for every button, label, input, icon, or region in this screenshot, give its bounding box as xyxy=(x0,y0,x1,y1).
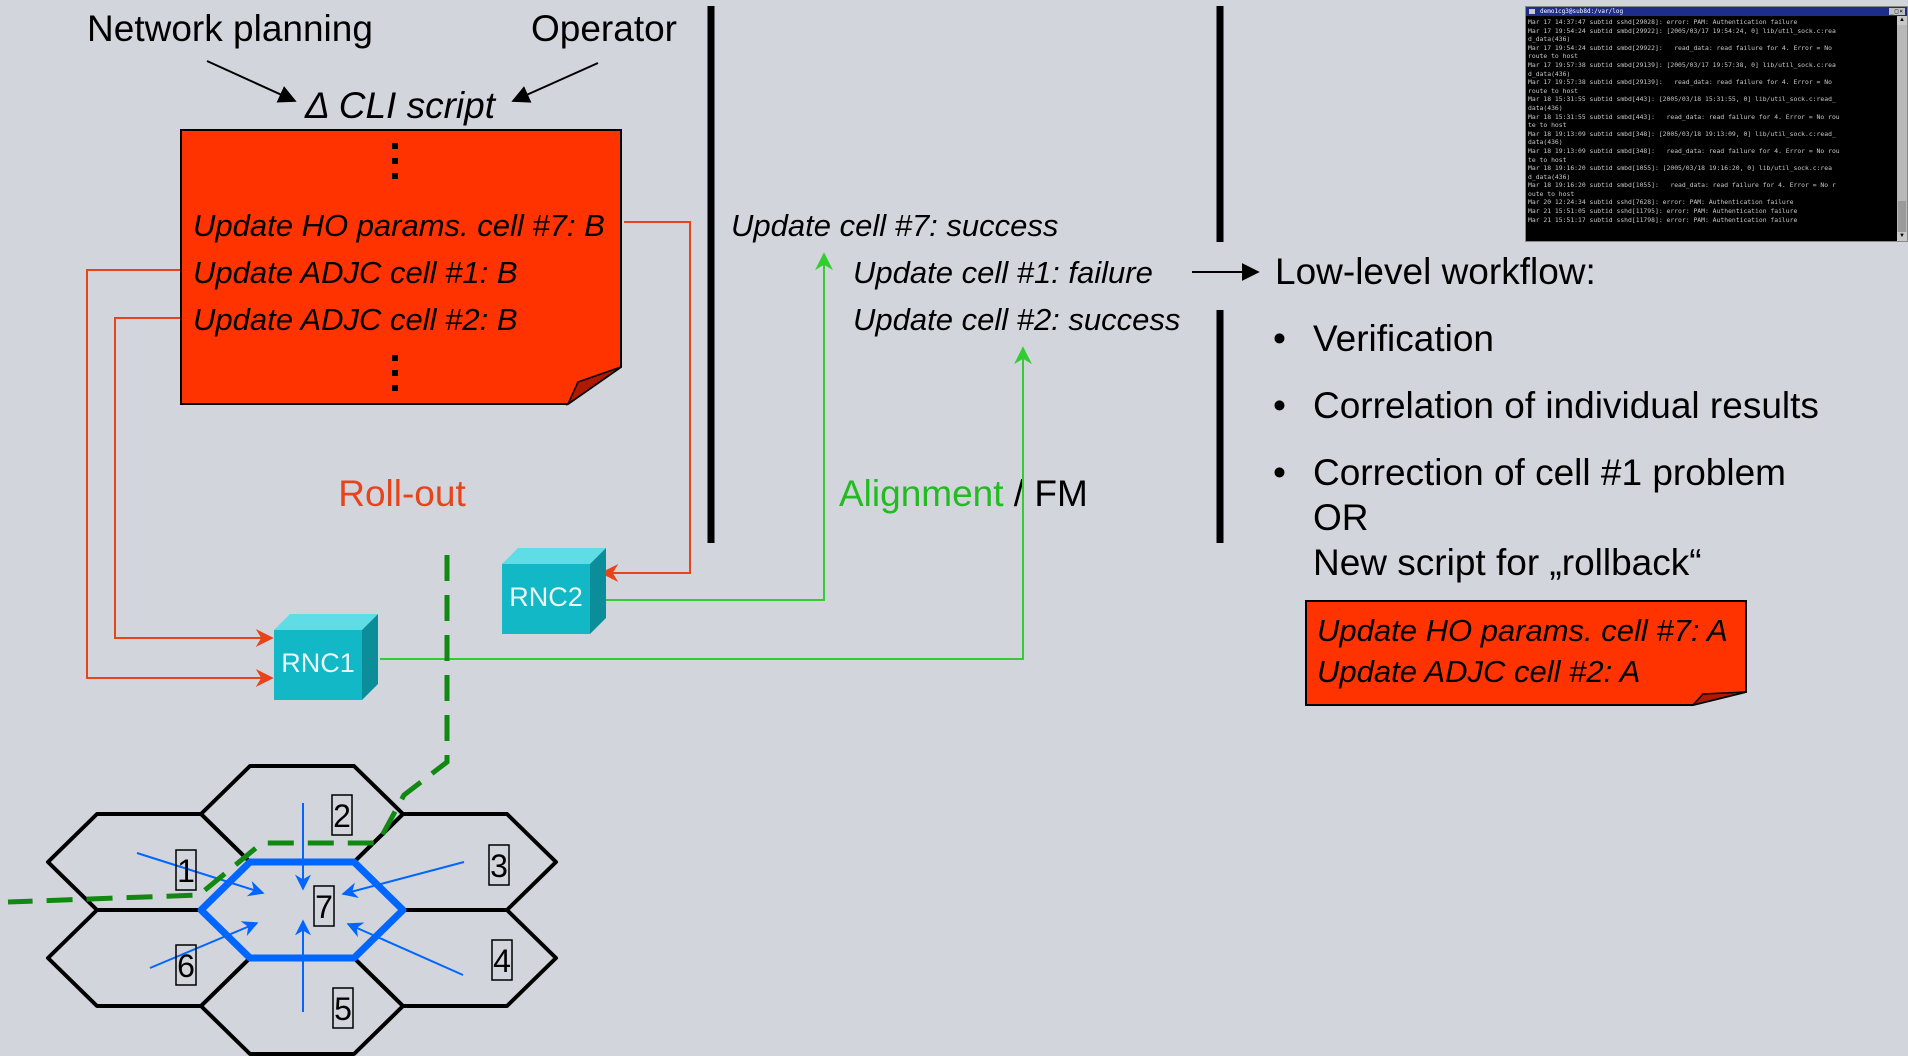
operator-label: Operator xyxy=(531,8,677,49)
ellipsis-top xyxy=(392,143,398,179)
cell-label-6: 6 xyxy=(177,948,195,984)
planning-arrow xyxy=(206,60,297,103)
divider-lines xyxy=(707,6,1224,543)
terminal-log-line: Mar 21 15:51:17 subtid sshd[11798]: erro… xyxy=(1528,215,1798,224)
alignment-text: Alignment xyxy=(839,473,1004,514)
terminal-log-line: Mar 20 12:24:34 subtid sshd[7628]: error… xyxy=(1528,198,1794,207)
terminal-log-line: te to host xyxy=(1528,121,1567,130)
workflow-title: Low-level workflow: xyxy=(1275,251,1596,292)
workflow-item-rollback: New script for „rollback“ xyxy=(1313,542,1702,583)
network-planning-label: Network planning xyxy=(87,8,373,49)
terminal-log-line: Mar 18 19:13:09 subtid smbd[348]: read_d… xyxy=(1528,146,1840,155)
terminal-log-line: d_data(436) xyxy=(1528,172,1571,181)
cell-label-2: 2 xyxy=(333,798,351,834)
scroll-up-icon[interactable]: ▲ xyxy=(1897,16,1907,25)
workflow-item-correlation: Correlation of individual results xyxy=(1313,385,1819,426)
cell-labels: 1 2 3 4 5 6 7 xyxy=(175,794,513,1029)
rnc2-box: RNC2 xyxy=(502,548,606,634)
result-cell2: Update cell #2: success xyxy=(853,302,1180,337)
bullet-3: • xyxy=(1273,452,1286,493)
operator-arrow xyxy=(511,62,599,103)
workflow-item-verification: Verification xyxy=(1313,318,1494,359)
alignment-lines xyxy=(380,252,1032,660)
terminal-log-line: d_data(436) xyxy=(1528,35,1571,44)
bullet-2: • xyxy=(1273,385,1286,426)
ellipsis-bottom xyxy=(392,355,398,391)
terminal-log-line: data(436) xyxy=(1528,103,1563,112)
rnc1-box: RNC1 xyxy=(274,614,378,700)
terminal-log-line: route to host xyxy=(1528,52,1579,61)
rollback-note: Update HO params. cell #7: A Update ADJC… xyxy=(1305,600,1747,707)
terminal-log-line: Mar 18 19:13:09 subtid smbd[348]: [2005/… xyxy=(1528,129,1836,138)
terminal-scrollbar[interactable]: ▲ ▼ xyxy=(1897,16,1907,241)
terminal-log-line: Mar 18 19:16:20 subtid smbd[1055]: [2005… xyxy=(1528,164,1832,173)
terminal-log-line: route to host xyxy=(1528,86,1579,95)
cell-label-4: 4 xyxy=(493,943,511,979)
rollback-line-adjc-cell2: Update ADJC cell #2: A xyxy=(1317,654,1640,689)
terminal-log-line: oute to host xyxy=(1528,189,1575,198)
window-controls-icon[interactable]: _□× xyxy=(1889,8,1905,15)
terminal-log-line: Mar 18 15:31:55 subtid smbd[443]: [2005/… xyxy=(1528,95,1836,104)
cell-label-5: 5 xyxy=(334,991,352,1027)
workflow-item-or: OR xyxy=(1313,497,1369,538)
neighbour-arrows xyxy=(136,803,465,1012)
terminal-log-line: Mar 21 15:51:05 subtid sshd[11795]: erro… xyxy=(1528,207,1798,216)
result-cell7: Update cell #7: success xyxy=(731,208,1058,243)
workflow-section: Low-level workflow: • Verification • Cor… xyxy=(1273,251,1819,583)
rollout-boundary xyxy=(7,555,450,905)
terminal-log-line: Mar 17 19:57:38 subtid smbd[29139]: [200… xyxy=(1528,60,1836,69)
rollback-line-ho-cell7: Update HO params. cell #7: A xyxy=(1317,613,1728,648)
rollout-label: Roll-out xyxy=(338,473,466,514)
script-line-ho-cell7: Update HO params. cell #7: B xyxy=(193,208,605,243)
terminal-log-line: data(436) xyxy=(1528,138,1563,147)
terminal-log-line: d_data(436) xyxy=(1528,69,1571,78)
terminal-log-line: Mar 18 15:31:55 subtid smbd[443]: read_d… xyxy=(1528,112,1840,121)
rollout-lines xyxy=(86,221,691,687)
terminal-log-line: Mar 17 19:57:38 subtid smbd[29139]: read… xyxy=(1528,78,1832,87)
script-title: Δ CLI script xyxy=(304,85,497,126)
fm-text: / FM xyxy=(1004,473,1088,514)
terminal-log-line: Mar 18 19:16:20 subtid smbd[1055]: read_… xyxy=(1528,181,1836,190)
terminal-title: demo1cg3@sub8d:/var/log xyxy=(1540,8,1624,15)
cell-label-3: 3 xyxy=(490,848,508,884)
workflow-item-correction: Correction of cell #1 problem xyxy=(1313,452,1786,493)
scroll-thumb[interactable] xyxy=(1898,201,1906,241)
terminal-titlebar: demo1cg3@sub8d:/var/log _□× xyxy=(1526,7,1907,16)
bullet-1: • xyxy=(1273,318,1286,359)
cell-label-1: 1 xyxy=(177,853,195,889)
terminal-log-output: Mar 17 14:37:47 subtid sshd[29028]: erro… xyxy=(1528,18,1895,239)
rnc2-label: RNC2 xyxy=(509,582,583,612)
terminal-screenshot: demo1cg3@sub8d:/var/log _□× Mar 17 14:37… xyxy=(1525,6,1908,242)
terminal-log-line: Mar 17 19:54:24 subtid smbd[29922]: [200… xyxy=(1528,26,1836,35)
cli-script-note: Update HO params. cell #7: B Update ADJC… xyxy=(180,129,622,407)
alignment-fm-label: Alignment / FM xyxy=(839,473,1088,514)
script-line-adjc-cell1: Update ADJC cell #1: B xyxy=(193,255,518,290)
rnc1-label: RNC1 xyxy=(281,648,355,678)
cell-label-7: 7 xyxy=(315,889,333,925)
scroll-down-icon[interactable]: ▼ xyxy=(1897,232,1907,241)
terminal-app-icon xyxy=(1529,9,1535,14)
terminal-log-line: Mar 17 14:37:47 subtid sshd[29028]: erro… xyxy=(1528,18,1798,26)
result-cell1: Update cell #1: failure xyxy=(853,255,1153,290)
cell-7-hexagon xyxy=(197,858,407,962)
terminal-log-line: Mar 17 19:54:24 subtid smbd[29922]: read… xyxy=(1528,43,1832,52)
script-line-adjc-cell2: Update ADJC cell #2: B xyxy=(193,302,518,337)
terminal-log-line: te to host xyxy=(1528,155,1567,164)
